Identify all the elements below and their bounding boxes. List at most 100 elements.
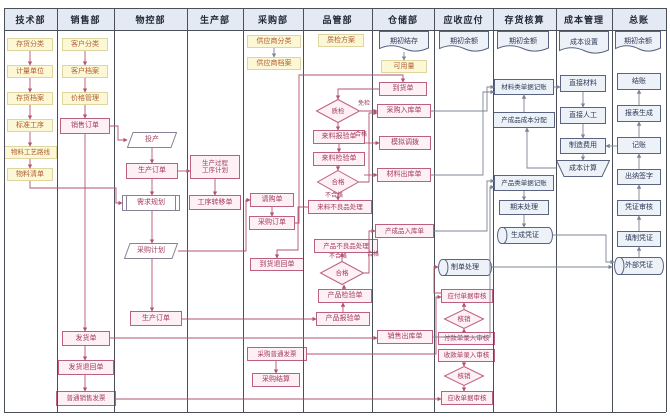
lane-header-inventory-accounting: 存货核算 [493,8,556,30]
material-issue-shape [377,168,431,182]
opening-balance-warehouse-node: 期初结存 [379,31,429,52]
cashier-sign-shape [617,169,661,185]
mrp-planning-node: 需求规划 [122,195,180,211]
lane-header-ap-ar: 应收应付 [434,8,493,30]
writeoff-1-shape [443,308,485,330]
closing-shape [617,73,661,90]
opening-balance-warehouse-shape [379,31,429,52]
arrival-note-node: 到货单 [379,82,427,96]
customer-category-node: 客户分类 [62,38,108,51]
standard-process-node: 标准工序 [7,119,53,132]
lane-header-label: 应收应付 [443,15,484,26]
release-to-production-shape [126,132,178,148]
qc-check-node: 质检 [315,98,361,124]
voucher-processing-shape [438,259,492,276]
standard-process-shape [7,119,53,132]
customer-category-shape [62,38,108,51]
lane-header-sales: 销售部 [57,8,114,30]
material-routing-node: 物料工艺路线 [4,146,57,159]
price-management-node: 价格管理 [62,92,108,105]
customer-archive-node: 客户档案 [62,65,108,78]
sales-invoice-shape [56,391,116,406]
purchase-order-shape [249,216,295,230]
product-inspection-sheet-shape [318,289,372,303]
product-inspection-sheet-node: 产品检验单 [318,289,372,303]
arrival-note-shape [379,82,427,96]
product-inspection-report-node: 产品报验单 [316,312,370,326]
writeoff-2-node: 核销 [443,365,485,387]
finished-cost-allocation-node: 产成品成本分配 [493,112,555,128]
incoming-inspection-report-node: 来料报验单 [313,130,365,144]
ap-document-audit-shape [441,289,493,303]
external-voucher-node: 外部凭证 [614,257,664,275]
purchase-requisition-shape [250,193,294,207]
lane-header-label: 总账 [628,15,649,26]
generate-voucher-node: 生成凭证 [497,227,553,244]
purchase-plan-node: 采购计划 [123,243,179,259]
closing-node: 结账 [617,73,661,90]
qc-plan-shape [318,34,364,47]
product-doc-posting-node: 产品类单据记账 [494,175,554,191]
direct-labor-node: 直接人工 [560,107,606,124]
lane-header-material-control: 物控部 [114,8,187,30]
production-order-node: 生产订单 [126,163,178,179]
finished-goods-receipt-node: 产成品入库单 [375,224,434,238]
process-transfer-shape [189,195,241,210]
qc-pass-2-node: 合格 [319,260,365,286]
voucher-processing-node: 制单处理 [438,259,492,276]
supplier-archive-shape [247,57,301,70]
incoming-inspection-sheet-shape [313,152,365,166]
lane-header-tech: 技术部 [4,8,57,30]
inventory-category-node: 存货分类 [7,38,53,51]
ap-document-audit-node: 应付单据审核 [441,289,493,303]
purchase-settlement-node: 采购结算 [252,373,300,387]
opening-amount-shape [497,31,549,52]
unit-of-measure-shape [7,65,53,78]
cashier-sign-node: 出纳签字 [617,169,661,185]
direct-material-node: 直接材料 [560,75,606,92]
payment-entry-audit-node: 付款单录入审核 [438,332,495,345]
voucher-entry-shape [617,231,661,247]
bom-node: 物料清单 [7,168,53,181]
qc-plan-node: 质检方案 [318,34,364,47]
voucher-audit-shape [617,200,661,216]
voucher-entry-node: 填制凭证 [617,231,661,247]
purchase-order-node: 采购订单 [249,216,295,230]
customer-archive-shape [62,65,108,78]
posting-node: 记账 [617,137,661,154]
opening-balance-apar-node: 期初余额 [439,31,489,52]
incoming-inspection-sheet-node: 来料检验单 [313,152,365,166]
finished-cost-allocation-shape [493,112,555,128]
lane-header-purchasing: 采购部 [243,8,303,30]
writeoff-2-shape [443,365,485,387]
lane-header-label: 生产部 [199,15,230,26]
purchase-invoice-shape [247,347,307,361]
sales-issue-node: 销售出库单 [377,330,433,344]
finished-goods-receipt-shape [375,224,434,238]
production-order-2-node: 生产订单 [130,311,182,326]
opening-balance-gl-node: 期初余额 [615,31,661,52]
lane-header-cost-mgmt: 成本管理 [556,8,612,30]
sales-order-shape [60,118,110,134]
production-order-2-shape [130,311,182,326]
process-plan-node: 生产过程 工序计划 [190,155,240,179]
purchase-plan-shape [123,243,179,259]
posting-shape [617,137,661,154]
product-defect-handling-shape [314,239,378,253]
supplier-category-shape [247,35,301,48]
delivery-note-node: 发货单 [62,331,110,346]
material-doc-posting-shape [494,79,554,95]
purchase-requisition-node: 请购单 [250,193,294,207]
qc-pass-2-shape [319,260,365,286]
manufacturing-overhead-node: 制造费用 [560,138,606,154]
product-inspection-report-shape [316,312,370,326]
incoming-inspection-report-shape [313,130,365,144]
lane-header-warehouse: 仓储部 [372,8,434,30]
material-routing-shape [4,146,57,159]
lane-header-qc: 品管部 [303,8,372,30]
arrival-return-node: 到货退回单 [250,258,304,271]
edge-label: 不合格 [329,253,348,260]
process-transfer-node: 工序转移单 [189,195,241,210]
lane-header-label: 物控部 [135,15,166,26]
